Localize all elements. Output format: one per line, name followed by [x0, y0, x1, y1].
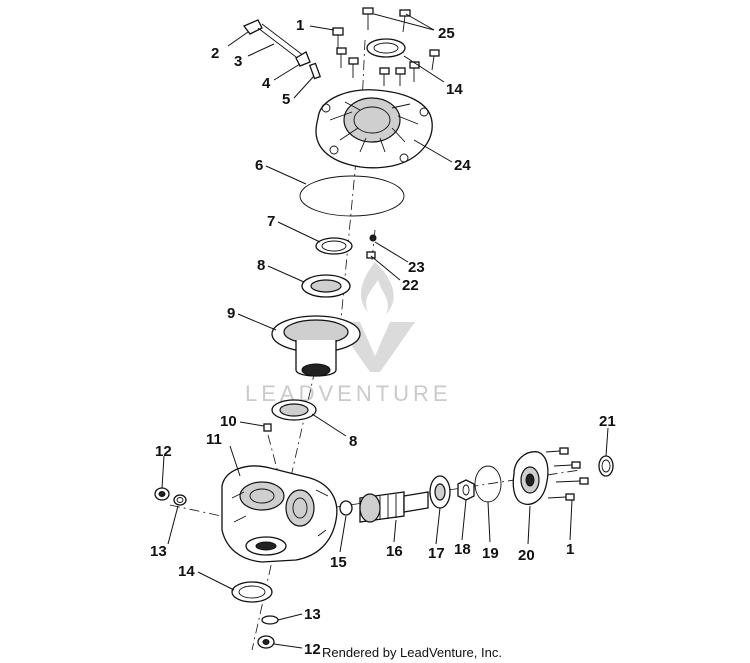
callout-13-bottom: 13	[304, 606, 321, 623]
callout-4: 4	[262, 75, 271, 92]
callout-7: 7	[267, 213, 275, 230]
callout-12-bottom: 12	[304, 641, 321, 658]
callout-11: 11	[206, 431, 222, 448]
part-plug-10	[263, 423, 272, 432]
part-oring-6	[299, 175, 405, 217]
part-washer-13-bottom	[261, 615, 279, 625]
callout-8-bottom: 8	[349, 433, 357, 450]
part-rod-2-3	[242, 19, 311, 67]
callout-20: 20	[518, 547, 535, 564]
part-bearing-17	[429, 475, 451, 509]
callout-24: 24	[454, 157, 471, 174]
callout-19: 19	[482, 545, 499, 562]
part-pin-5	[308, 62, 322, 80]
part-ring-gear-9	[271, 315, 361, 377]
callout-23: 23	[408, 259, 425, 276]
render-credit: Rendered by LeadVenture, Inc.	[322, 645, 502, 660]
callout-3: 3	[234, 53, 242, 70]
callout-9: 9	[227, 305, 235, 322]
leader-lines	[161, 13, 609, 649]
callout-13-left: 13	[150, 543, 167, 560]
callout-21: 21	[599, 413, 616, 430]
part-plug-22-23	[366, 234, 377, 259]
callout-14-bottom: 14	[178, 563, 195, 580]
part-shim-7	[315, 237, 353, 255]
callout-5: 5	[282, 91, 290, 108]
callout-1-right: 1	[566, 541, 574, 558]
callout-16: 16	[386, 543, 403, 560]
callout-12-left: 12	[155, 443, 172, 460]
part-seal-21	[598, 455, 614, 477]
callout-8-top: 8	[257, 257, 265, 274]
part-bolts-right	[545, 447, 589, 501]
part-pinion-shaft-16	[359, 491, 429, 523]
part-oring-19	[474, 465, 502, 503]
part-washer-13-left	[173, 494, 187, 506]
callout-18: 18	[454, 541, 471, 558]
callout-15: 15	[330, 554, 347, 571]
part-bushing-15	[339, 500, 353, 516]
part-cover-24	[315, 89, 433, 169]
part-bolt-12-bottom	[257, 635, 275, 649]
callout-17: 17	[428, 545, 445, 562]
callout-1-top: 1	[296, 17, 304, 34]
part-end-cover-20	[512, 451, 549, 505]
part-seal-14-top	[366, 38, 406, 58]
part-seal-14-bottom	[231, 581, 273, 603]
callout-14-top: 14	[446, 81, 463, 98]
part-bearing-8-bottom	[271, 399, 317, 421]
part-bolts-top	[332, 7, 440, 86]
part-housing-11	[221, 465, 338, 563]
callout-2: 2	[211, 45, 219, 62]
callout-22: 22	[402, 277, 419, 294]
callout-25: 25	[438, 25, 455, 42]
callout-10: 10	[220, 413, 237, 430]
part-nut-18	[457, 479, 475, 501]
part-bearing-8-top	[301, 274, 351, 298]
watermark-text: LEADVENTURE	[245, 381, 452, 406]
callout-6: 6	[255, 157, 263, 174]
part-bolt-12-left	[154, 487, 170, 501]
